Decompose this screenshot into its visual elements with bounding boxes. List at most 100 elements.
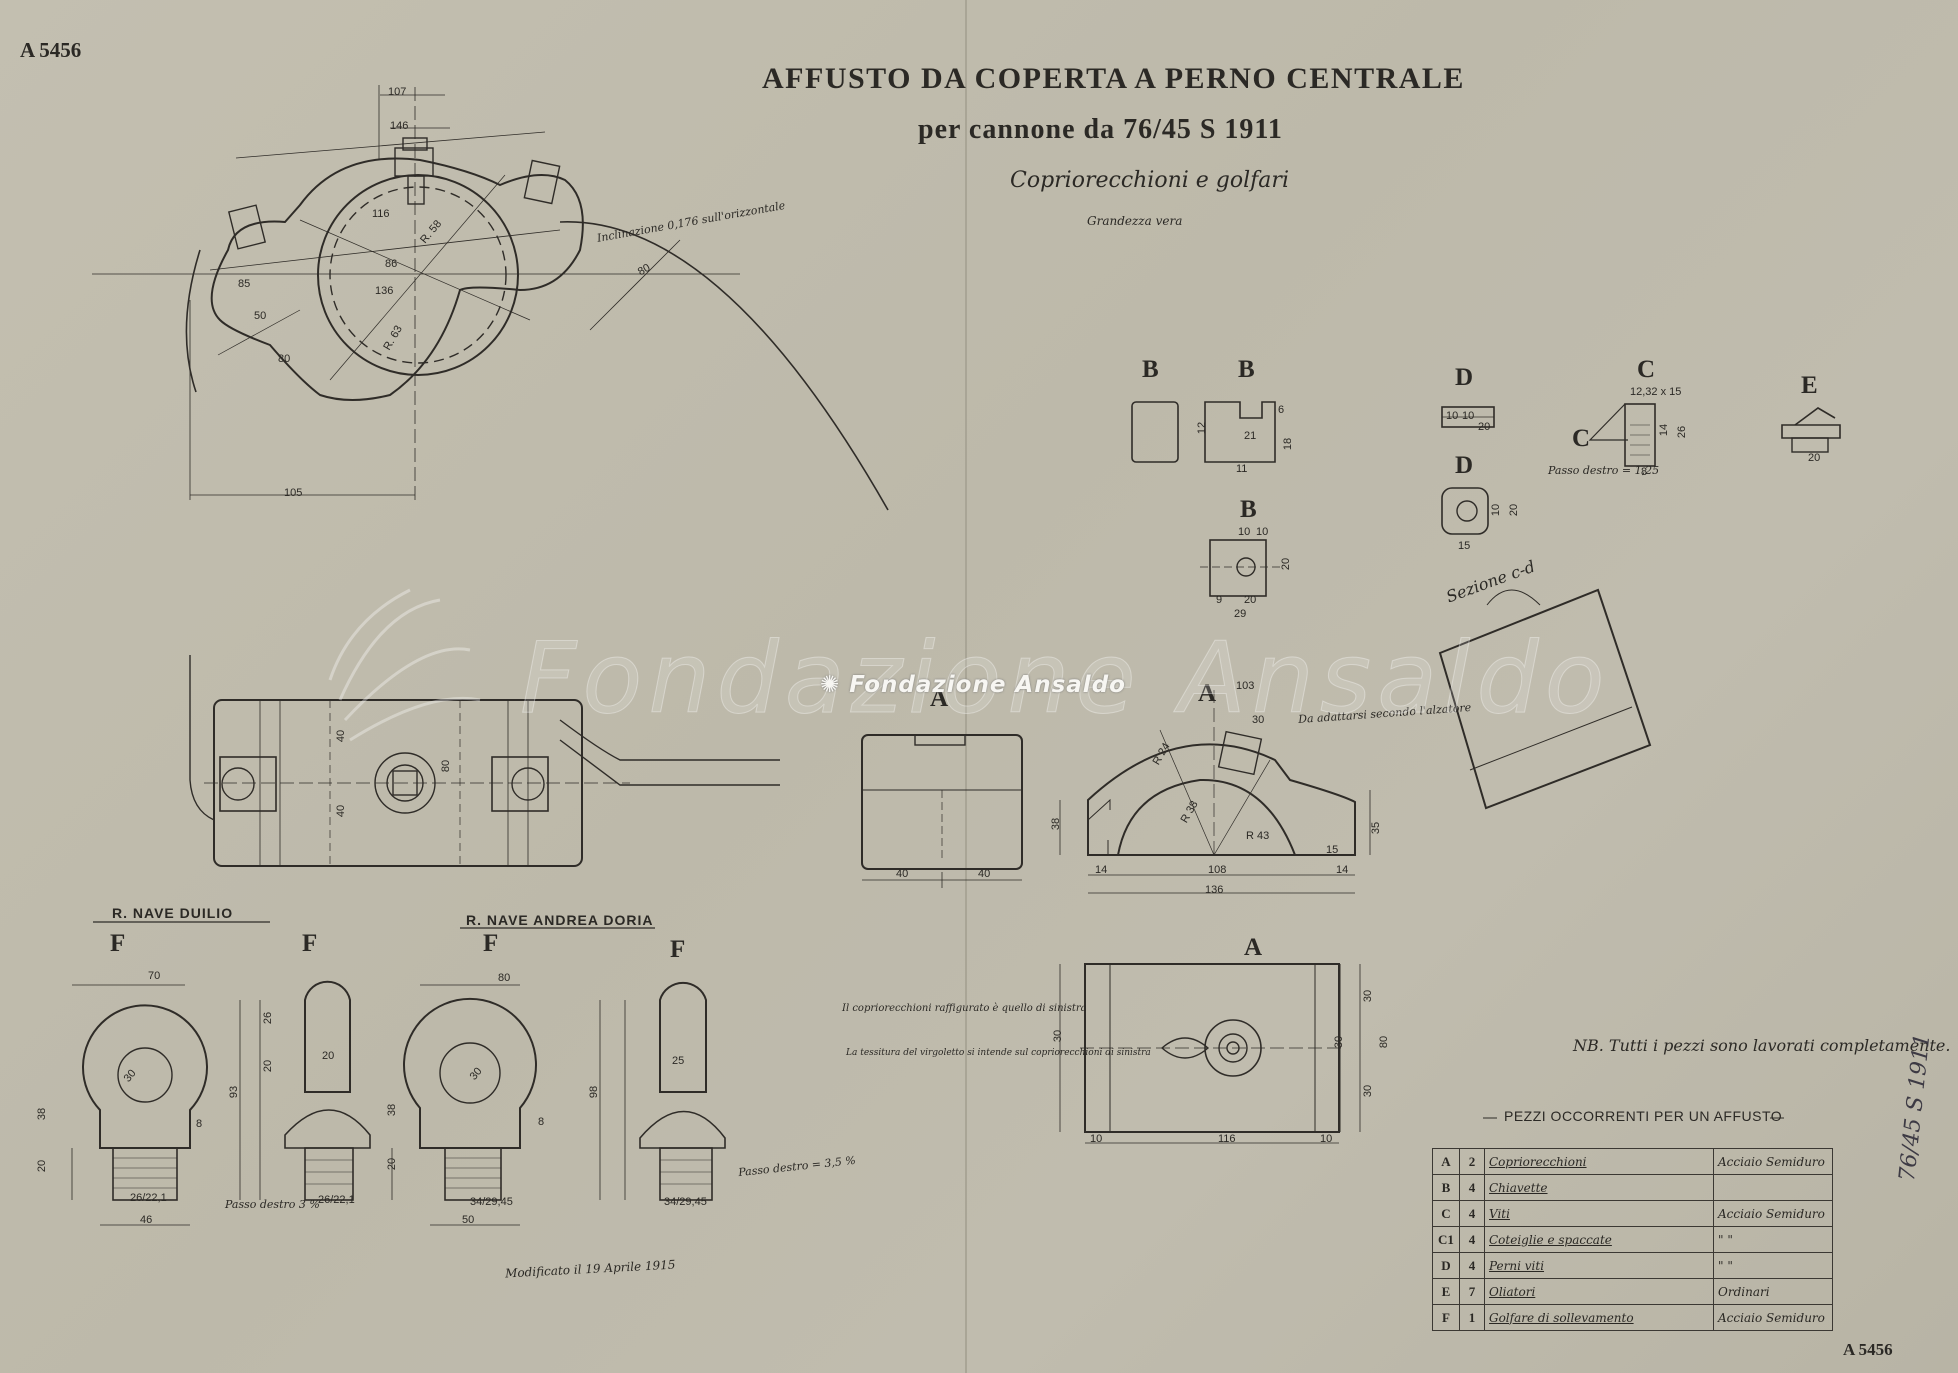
- dim-d-4: 20: [1508, 503, 1521, 517]
- part-desc: Viti: [1484, 1200, 1714, 1227]
- part-material: " ": [1713, 1252, 1833, 1279]
- ship-label-duilio: R. NAVE DUILIO: [112, 905, 234, 921]
- part-desc: Copriorecchioni: [1484, 1148, 1714, 1175]
- eyebolt-doria: [391, 927, 726, 1226]
- dim-f2-9: 8: [538, 1116, 545, 1128]
- dim-f1-7: 20: [262, 1059, 275, 1073]
- view-a-plan: [1059, 963, 1361, 1144]
- dim-plan-2: 80: [440, 759, 453, 773]
- view-label-b2: B: [1238, 356, 1255, 383]
- part-qty: 4: [1459, 1252, 1485, 1279]
- table-row: C 4 Viti Acciaio Semiduro: [1432, 1200, 1833, 1227]
- table-row: D 4 Perni viti " ": [1432, 1252, 1833, 1279]
- view-label-f4: F: [670, 936, 686, 963]
- sheet-id-bottom: A 5456: [1843, 1340, 1893, 1359]
- view-label-a1: A: [930, 685, 949, 712]
- dim-top-5: 136: [375, 285, 394, 297]
- dim-asec-8: 14: [1095, 864, 1108, 876]
- view-label-f3: F: [483, 930, 499, 957]
- part-qty: 1: [1459, 1304, 1485, 1331]
- view-label-c: C: [1637, 356, 1656, 383]
- view-label-f2: F: [302, 930, 318, 957]
- dim-top-1: 146: [390, 120, 409, 132]
- note-keyway: La tessitura del virgoletto si intende s…: [846, 1048, 1151, 1058]
- view-label-a3: A: [1244, 934, 1263, 961]
- dim-aplan-7: 30: [1333, 1035, 1346, 1049]
- note-nb: NB. Tutti i pezzi sono lavorati completa…: [1573, 1036, 1951, 1055]
- dim-f2-6: 34/29,45: [470, 1196, 513, 1208]
- dim-f1-3: 20: [36, 1159, 49, 1173]
- scale-note: Grandezza vera: [1087, 214, 1183, 228]
- part-material: Acciaio Semiduro: [1713, 1148, 1833, 1175]
- dim-f2-4: 98: [588, 1085, 601, 1099]
- view-label-b1: B: [1142, 356, 1159, 383]
- section-title: Copriorecchioni e golfari: [1010, 168, 1289, 193]
- dim-d-5: 15: [1458, 540, 1471, 552]
- dim-top-4: 86: [385, 258, 398, 270]
- dim-c-3: 8: [1641, 466, 1648, 478]
- dim-f1-8: 26/22,1: [130, 1192, 167, 1204]
- dim-aplan-4: 116: [1218, 1133, 1236, 1145]
- dim-aplan-5: 10: [1320, 1133, 1333, 1145]
- dim-d-3: 10: [1490, 503, 1503, 517]
- dim-f2-5: 25: [672, 1055, 685, 1067]
- view-label-d2: D: [1455, 452, 1474, 479]
- part-qty: 2: [1459, 1148, 1485, 1175]
- cap-plan-view: [189, 655, 780, 867]
- dim-f1-2: 38: [36, 1107, 49, 1121]
- dim-c-2: 26: [1676, 425, 1689, 439]
- table-row: B 4 Chiavette: [1432, 1174, 1833, 1201]
- dim-top-0: 107: [388, 86, 407, 98]
- dim-b-9: 20: [1244, 594, 1257, 606]
- dim-asec-0: 103: [1236, 680, 1255, 692]
- dim-aplan-2: 80: [1378, 1035, 1391, 1049]
- dim-asec-7: 15: [1326, 844, 1339, 856]
- dim-d-2: 20: [1478, 421, 1491, 433]
- dim-plan-1: 40: [335, 804, 348, 818]
- dim-asec-6: 35: [1370, 821, 1383, 835]
- dim-c-0: 12,32 x 15: [1630, 386, 1682, 398]
- table-row: C1 4 Coteiglie e spaccate " ": [1432, 1226, 1833, 1253]
- ship-label-doria: R. NAVE ANDREA DORIA: [466, 912, 654, 928]
- watermark-star-icon: ✺: [820, 672, 850, 698]
- note-pitch-c: Passo destro = 1,25: [1548, 464, 1660, 477]
- dim-f2-3: 20: [386, 1157, 399, 1171]
- part-material: Acciaio Semiduro: [1713, 1304, 1833, 1331]
- dim-e-0: 20: [1808, 452, 1821, 464]
- dim-plan-0: 40: [335, 729, 348, 743]
- cap-elevation-view: [92, 85, 889, 511]
- view-label-d1: D: [1455, 364, 1474, 391]
- dim-f1-0: 70: [148, 970, 161, 982]
- note-pitch-f1: Passo destro 3 %: [225, 1198, 320, 1211]
- dim-f1-11: 8: [196, 1118, 203, 1130]
- parts-table-title: PEZZI OCCORRENTI PER UN AFFUSTO: [1504, 1108, 1783, 1124]
- dim-b-2: 6: [1278, 404, 1285, 416]
- dim-f1-10: 26/22,1: [318, 1194, 355, 1206]
- part-key: C1: [1432, 1226, 1460, 1253]
- part-key: C: [1432, 1200, 1460, 1227]
- dim-b-1: 21: [1244, 430, 1257, 442]
- view-label-a2: A: [1198, 680, 1217, 707]
- dim-b-0: 12: [1196, 421, 1209, 435]
- dim-b-8: 9: [1216, 594, 1223, 606]
- part-desc: Coteiglie e spaccate: [1484, 1226, 1714, 1253]
- part-desc: Chiavette: [1484, 1174, 1714, 1201]
- dim-asec-11: 136: [1205, 884, 1224, 896]
- part-qty: 4: [1459, 1200, 1485, 1227]
- view-a-section: [1059, 690, 1371, 894]
- dim-f1-5: 20: [322, 1050, 335, 1062]
- dim-top-8: 50: [254, 310, 267, 322]
- part-key: B: [1432, 1174, 1460, 1201]
- eyebolt-duilio: [71, 921, 371, 1226]
- dim-f1-9: 46: [140, 1214, 153, 1226]
- part-key: A: [1432, 1148, 1460, 1175]
- dim-b-3: 18: [1282, 437, 1295, 451]
- parts-table: A 2 Copriorecchioni Acciaio Semiduro B 4…: [1432, 1148, 1833, 1331]
- section-cd-view: [1438, 588, 1652, 810]
- note-left-cap: Il copriorecchioni raffigurato è quello …: [842, 1003, 1087, 1014]
- dim-f2-7: 50: [462, 1214, 475, 1226]
- part-qty: 7: [1459, 1278, 1485, 1305]
- dim-aplan-6: 30: [1052, 1029, 1065, 1043]
